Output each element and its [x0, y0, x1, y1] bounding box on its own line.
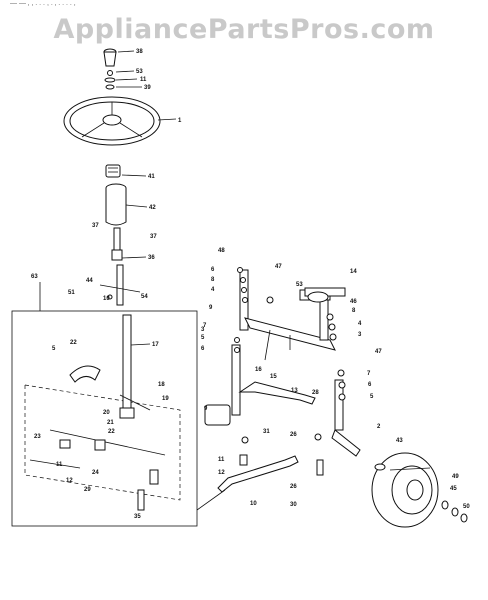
part-label-p47b: 47 [375, 349, 382, 355]
part-label-p37a: 37 [92, 223, 99, 229]
part-label-p8b: 8 [352, 308, 356, 314]
part-label-p53b: 53 [296, 282, 303, 288]
part-label-p46: 46 [350, 299, 357, 305]
part-label-p5a: 5 [52, 346, 56, 352]
steering-gear-inset [11, 310, 198, 527]
part-label-p43: 43 [396, 438, 403, 444]
part-label-p54: 54 [141, 294, 148, 300]
part-label-p37b: 37 [150, 234, 157, 240]
part-label-p30: 30 [290, 502, 297, 508]
part-label-p53: 53 [136, 69, 143, 75]
part-label-p4b: 4 [358, 321, 362, 327]
steering-wheel[interactable] [63, 96, 161, 146]
part-label-p6a: 6 [211, 267, 215, 273]
drag-link[interactable] [238, 381, 316, 405]
steering-shaft[interactable] [99, 227, 141, 306]
part-label-p5b: 5 [201, 335, 205, 341]
part-label-p49: 49 [452, 474, 459, 480]
part-label-p38: 38 [136, 49, 143, 55]
part-label-p47a: 47 [275, 264, 282, 270]
part-label-p41: 41 [148, 174, 155, 180]
part-label-p14: 14 [350, 269, 357, 275]
part-label-p6b: 6 [201, 346, 205, 352]
part-label-p16: 16 [255, 367, 262, 373]
part-label-p31: 31 [263, 429, 270, 435]
part-label-p20: 20 [103, 410, 110, 416]
steering-column-tube[interactable] [105, 183, 127, 226]
part-label-p3a: 3 [201, 327, 205, 333]
part-label-p11c: 11 [218, 457, 225, 463]
part-label-p63: 63 [31, 274, 38, 280]
left-stack-hardware[interactable] [234, 267, 274, 466]
header-text: — — ‚ , . . . , . ‚ . . . . , [10, 0, 76, 7]
part-label-p2: 2 [377, 424, 381, 430]
part-label-p21: 21 [107, 420, 114, 426]
part-label-p28: 28 [312, 390, 319, 396]
part-label-p9a: 9 [209, 305, 213, 311]
part-label-p44: 44 [86, 278, 93, 284]
part-label-p42: 42 [149, 205, 156, 211]
bolt-14[interactable] [307, 291, 329, 303]
part-label-p18: 18 [158, 382, 165, 388]
front-wheel[interactable] [371, 452, 439, 528]
part-label-p6c: 6 [368, 382, 372, 388]
part-label-p23: 23 [34, 434, 41, 440]
part-label-p7a: 7 [203, 323, 207, 329]
part-label-p24: 24 [92, 470, 99, 476]
part-label-p12b: 12 [218, 470, 225, 476]
right-stack-hardware[interactable] [314, 313, 346, 476]
wheel-hardware[interactable] [374, 463, 468, 523]
left-spindle[interactable] [204, 269, 249, 426]
part-label-p35: 35 [134, 514, 141, 520]
watermark-text: AppliancePartsPros.com [53, 14, 435, 45]
front-axle[interactable] [244, 317, 336, 361]
part-label-p29: 29 [84, 487, 91, 493]
part-label-p3b: 3 [358, 332, 362, 338]
tie-rod[interactable] [217, 455, 299, 493]
part-label-p13: 13 [291, 388, 298, 394]
part-label-p19: 19 [162, 396, 169, 402]
part-label-p17: 17 [152, 342, 159, 348]
part-label-p26a: 26 [290, 432, 297, 438]
part-label-p8a: 8 [211, 277, 215, 283]
part-label-p22a: 22 [70, 340, 77, 346]
part-label-p9b: 9 [204, 406, 208, 412]
steering-hub[interactable] [105, 164, 121, 178]
part-label-p12a: 12 [66, 478, 73, 484]
part-label-p11b: 11 [56, 462, 63, 468]
part-label-p26b: 26 [290, 484, 297, 490]
part-label-p39: 39 [144, 85, 151, 91]
part-label-p45: 45 [450, 486, 457, 492]
part-label-p36: 36 [148, 255, 155, 261]
steering-cap[interactable] [103, 48, 117, 90]
part-label-p7b: 7 [367, 371, 371, 377]
part-label-p10b: 10 [250, 501, 257, 507]
part-label-p4a: 4 [211, 287, 215, 293]
part-label-p50: 50 [463, 504, 470, 510]
part-label-p48: 48 [218, 248, 225, 254]
part-label-p51: 51 [68, 290, 75, 296]
part-label-p11a: 11 [140, 77, 147, 83]
part-label-p22b: 22 [108, 429, 115, 435]
part-label-p5c: 5 [370, 394, 374, 400]
part-label-p10a: 10 [103, 296, 110, 302]
part-label-p1: 1 [178, 118, 182, 124]
leader-lines [115, 50, 177, 346]
part-label-p15: 15 [270, 374, 277, 380]
